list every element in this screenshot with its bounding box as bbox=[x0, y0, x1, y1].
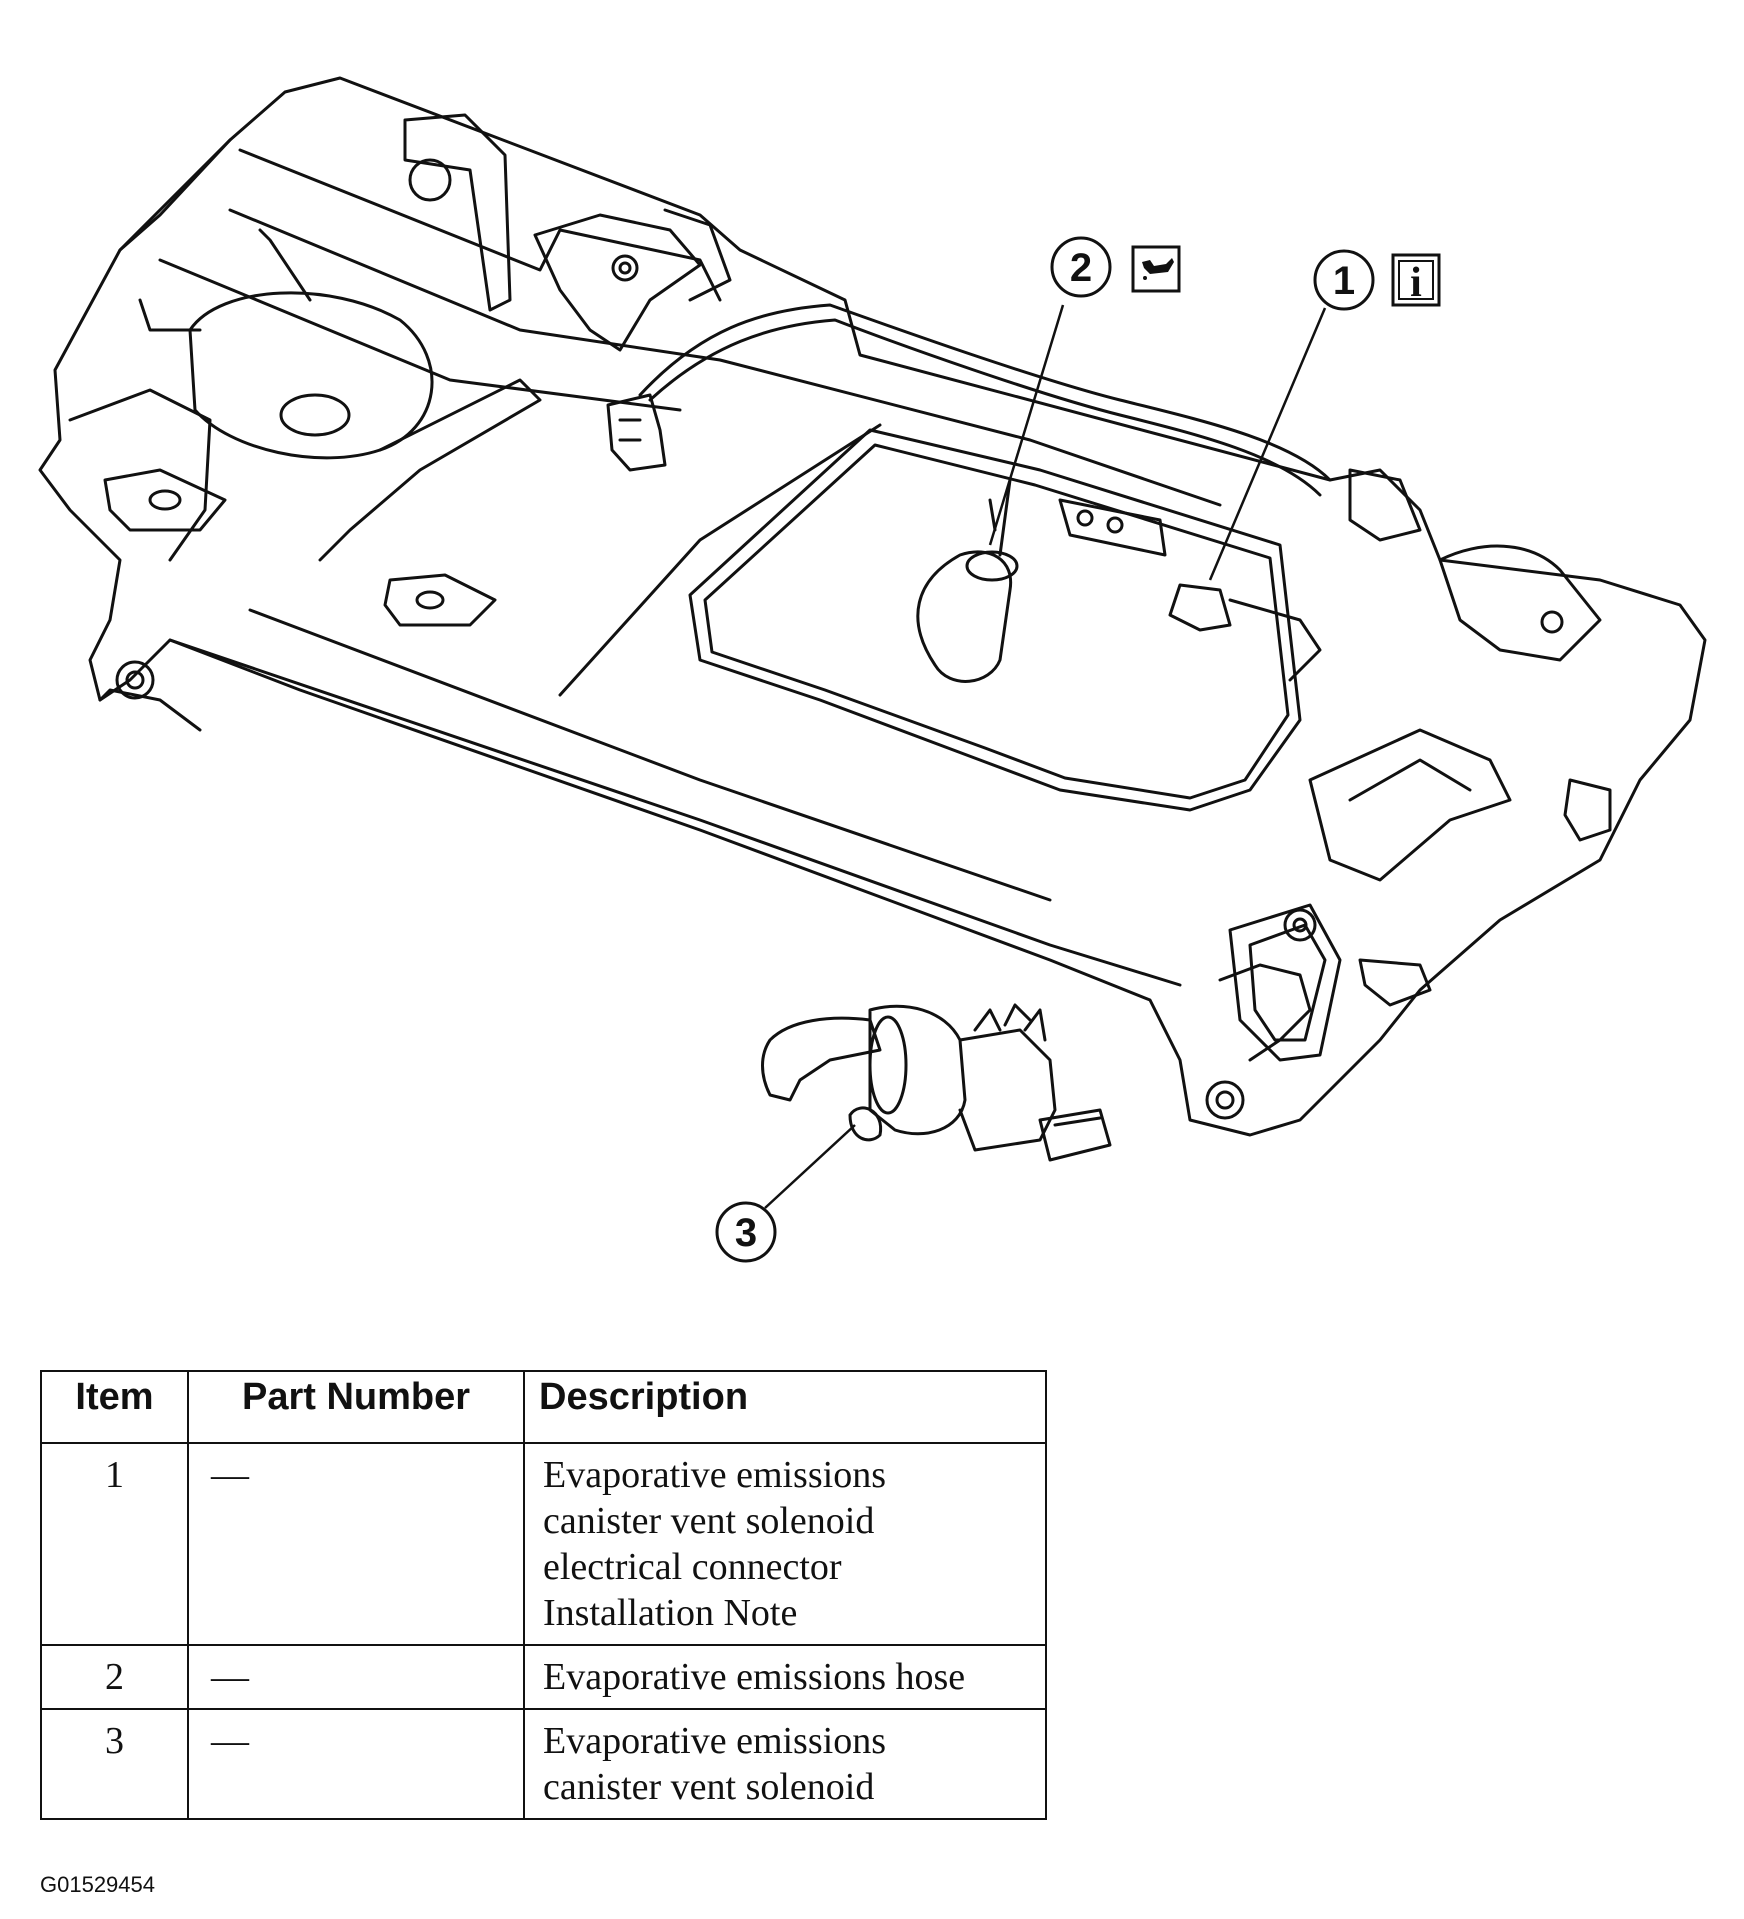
leader-line-1 bbox=[1208, 307, 1327, 581]
cell-item: 2 bbox=[40, 1644, 189, 1710]
left-sump bbox=[188, 291, 434, 460]
cell-part-number: — bbox=[187, 1708, 525, 1820]
callout-2: 2 bbox=[1050, 236, 1181, 298]
info-icon-glyph: i bbox=[1410, 260, 1422, 306]
mounting-foot bbox=[1228, 903, 1342, 1062]
cell-description: Evaporative emissions canister vent sole… bbox=[523, 1708, 1047, 1820]
table-row: 1 — Evaporative emissions canister vent … bbox=[40, 1442, 1047, 1646]
table-row: 3 — Evaporative emissions canister vent … bbox=[40, 1708, 1047, 1820]
callout-number: 3 bbox=[735, 1211, 757, 1255]
lubricate-icon bbox=[1131, 245, 1181, 293]
cell-item: 1 bbox=[40, 1442, 189, 1646]
leader-line-2 bbox=[988, 304, 1065, 546]
callout-3: 3 bbox=[715, 1201, 777, 1263]
callout-number: 2 bbox=[1070, 246, 1092, 290]
cell-description: Evaporative emissions canister vent sole… bbox=[523, 1442, 1047, 1646]
cell-part-number: — bbox=[187, 1644, 525, 1710]
cell-item: 3 bbox=[40, 1708, 189, 1820]
header-description: Description bbox=[523, 1370, 1047, 1444]
header-part-number: Part Number bbox=[187, 1370, 525, 1444]
vent-connector bbox=[1168, 583, 1232, 632]
table-row: 2 — Evaporative emissions hose bbox=[40, 1644, 1047, 1710]
cell-description: Evaporative emissions hose bbox=[523, 1644, 1047, 1710]
figure-code: G01529454 bbox=[40, 1872, 155, 1897]
leader-line-3 bbox=[764, 1124, 856, 1209]
fuel-tank-illustration: 1 i 2 3 bbox=[38, 76, 1707, 1263]
header-item: Item bbox=[40, 1370, 189, 1444]
mounting-bracket bbox=[403, 113, 512, 312]
center-tray bbox=[688, 428, 1302, 812]
callout-number: 1 bbox=[1333, 259, 1355, 303]
cell-part-number: — bbox=[187, 1442, 525, 1646]
table-header-row: Item Part Number Description bbox=[40, 1370, 1047, 1444]
hose-stub bbox=[916, 550, 1013, 683]
vent-solenoid bbox=[761, 1003, 1112, 1162]
callout-1: 1 i bbox=[1313, 249, 1441, 311]
info-icon: i bbox=[1391, 253, 1441, 307]
wiring-harness bbox=[638, 303, 1332, 482]
parts-table: Item Part Number Description 1 — Evapora… bbox=[40, 1370, 1047, 1820]
